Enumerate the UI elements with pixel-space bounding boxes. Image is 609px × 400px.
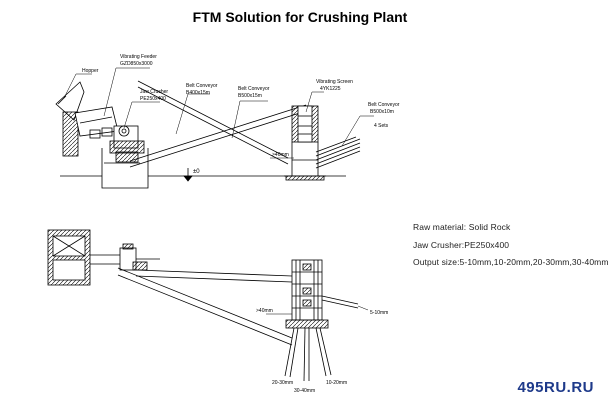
leader-size-510 — [357, 305, 369, 311]
foundation-elevation — [60, 148, 346, 189]
label-size-1020: 10-20mm — [326, 380, 347, 386]
output-conveyors-plan — [284, 295, 359, 382]
label-belt3-name: Belt Conveyor — [368, 102, 400, 108]
label-belt2-name: Belt Conveyor — [238, 86, 270, 92]
belt-conveyor-2-elevation — [137, 80, 289, 165]
vibrating-screen-elevation — [284, 105, 326, 181]
jaw-crusher-elevation — [109, 125, 145, 163]
info-raw-material: Raw material: Solid Rock — [413, 222, 511, 232]
hopper-elevation — [55, 81, 85, 157]
label-size-2030: 20-30mm — [272, 380, 293, 386]
vibrating-screen-plan — [285, 259, 329, 329]
label-jaw-name: Jaw Crusher — [140, 89, 168, 95]
label-size-510: 5-10mm — [370, 310, 388, 316]
label-belt3-count: 4 Sets — [374, 123, 389, 129]
label-screen-name: Vibrating Screen — [316, 79, 353, 85]
diagram-title: FTM Solution for Crushing Plant — [192, 9, 408, 25]
watermark: 495RU.RU — [517, 379, 594, 396]
label-feeder-name: Vibrating Feeder — [120, 54, 157, 60]
vibrating-feeder-elevation — [74, 106, 119, 139]
leader-lines — [63, 67, 374, 159]
info-jaw-crusher: Jaw Crusher:PE250x400 — [413, 240, 510, 250]
belt-conveyor-1-elevation — [129, 104, 307, 168]
label-size-top: >40mm — [272, 152, 289, 158]
label-screen-model: 4YK1225 — [320, 86, 341, 92]
label-belt1-name: Belt Conveyor — [186, 83, 218, 89]
belt-conveyor-1-plan — [117, 267, 293, 346]
label-jaw-model: PE250x400 — [140, 96, 166, 102]
label-size-3040: 30-40mm — [294, 388, 315, 394]
level-mark — [183, 168, 193, 182]
belt-conveyors-3-elevation — [315, 136, 361, 169]
label-belt3-model: B500x10m — [370, 109, 394, 115]
label-hopper: Hopper — [82, 68, 99, 74]
label-level-mark: ±0 — [193, 169, 200, 175]
feeder-plan — [90, 243, 160, 271]
elevation-view — [55, 67, 374, 189]
label-feeder-model: GZD850x3000 — [120, 61, 153, 67]
label-belt2-model: B500x15m — [238, 93, 262, 99]
label-belt1-model: B400x15m — [186, 90, 210, 96]
plan-view — [47, 229, 369, 382]
info-output-size: Output size:5-10mm,10-20mm,20-30mm,30-40… — [413, 257, 609, 267]
label-size-plan-big: >40mm — [256, 308, 273, 314]
belt-conveyor-2-plan — [135, 269, 293, 283]
hopper-plan — [47, 229, 91, 286]
